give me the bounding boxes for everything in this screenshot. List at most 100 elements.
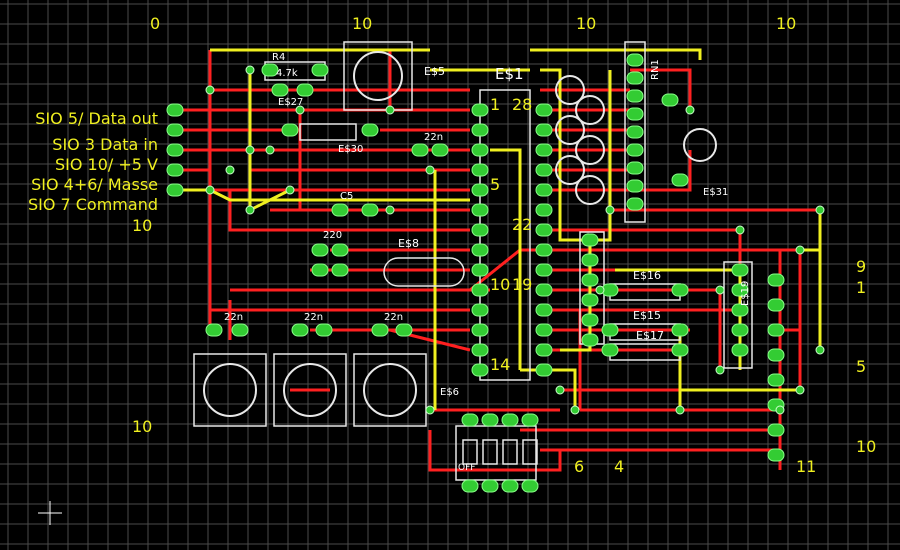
ic-pin-left	[471, 363, 489, 377]
label-c22n-1: 22n	[424, 132, 443, 143]
component-pad	[601, 343, 619, 357]
via	[570, 405, 580, 415]
dip-switch-lever	[482, 439, 498, 465]
ic-pin-left	[471, 143, 489, 157]
bottom-trace	[175, 188, 470, 202]
label-e17: E$17	[636, 329, 664, 342]
via	[245, 65, 255, 75]
label-e15: E$15	[633, 309, 661, 322]
dip-switch-lever	[462, 439, 478, 465]
bottom-copper-traces	[175, 48, 822, 410]
label-e5: E$5	[424, 65, 445, 78]
header-pin	[581, 313, 599, 327]
component-pad	[395, 323, 413, 337]
ic-pin-left	[471, 243, 489, 257]
signal-label-data-in: SIO 3 Data in	[52, 135, 158, 154]
ic-pin-right	[535, 163, 553, 177]
grid-mark-right-0: 9	[856, 257, 866, 276]
connector-pin	[731, 263, 749, 277]
signal-label-ground: SIO 4+6/ Masse	[31, 175, 158, 194]
ic-pin-right	[535, 103, 553, 117]
via	[595, 285, 605, 295]
via	[735, 225, 745, 235]
signal-label-data-out: SIO 5/ Data out	[35, 109, 158, 128]
ic-pin-right	[535, 243, 553, 257]
edge-pin	[767, 423, 785, 437]
resistor-e16-outline	[609, 283, 681, 301]
via	[245, 205, 255, 215]
switch-pin	[501, 479, 519, 493]
edge-pin	[767, 348, 785, 362]
label-r4-value: 4.7k	[276, 68, 298, 79]
rn1-pin	[626, 107, 644, 121]
rn1-pin	[626, 53, 644, 67]
led-ring	[555, 115, 585, 145]
label-e8: E$8	[398, 237, 419, 250]
header-pin	[581, 233, 599, 247]
rn1-pin	[626, 89, 644, 103]
signal-pad	[166, 183, 184, 197]
led-ring	[555, 155, 585, 185]
via	[685, 105, 695, 115]
grid-mark-right-1: 1	[856, 278, 866, 297]
via	[385, 205, 395, 215]
ic-pin-right	[535, 323, 553, 337]
connector-outline	[723, 261, 753, 369]
dip-switch-lever	[522, 439, 538, 465]
component-pad	[361, 203, 379, 217]
led-ring	[575, 95, 605, 125]
component-pad	[331, 203, 349, 217]
grid-mark-right-2: 5	[856, 357, 866, 376]
header-pin	[581, 333, 599, 347]
rn1-outline	[624, 41, 646, 223]
ic-pin-right	[535, 203, 553, 217]
switch-pin	[521, 413, 539, 427]
rn1-pin	[626, 143, 644, 157]
component-pad	[205, 323, 223, 337]
label-rn1: RN1	[650, 59, 661, 80]
top-trace	[630, 68, 692, 110]
ic-pin-right	[535, 123, 553, 137]
led-ring	[575, 175, 605, 205]
label-c5: C5	[340, 191, 353, 202]
via	[265, 145, 275, 155]
via	[795, 385, 805, 395]
bottom-trace	[530, 48, 702, 60]
button-2-outline	[273, 353, 347, 427]
label-r4: R4	[272, 52, 285, 63]
pads-layer	[166, 53, 825, 493]
ic-pin-label-19: 19	[512, 275, 532, 294]
signal-pad	[166, 123, 184, 137]
connector-pin	[731, 343, 749, 357]
via	[555, 385, 565, 395]
ic-pin-right	[535, 283, 553, 297]
ic-pin-label-22: 22	[512, 215, 532, 234]
signal-pad	[166, 143, 184, 157]
button-ring	[283, 363, 337, 417]
button-ring	[203, 363, 257, 417]
crosshair-cursor-icon	[38, 501, 62, 525]
component-pad	[315, 323, 333, 337]
header-pin	[581, 293, 599, 307]
ic-pin-left	[471, 203, 489, 217]
ic-pin-label-14: 14	[490, 355, 510, 374]
bottom-trace	[490, 148, 522, 370]
ic-pin-left	[471, 263, 489, 277]
rn1-pin	[626, 161, 644, 175]
component-pad	[311, 263, 329, 277]
crystal-e8-outline	[383, 257, 465, 287]
via	[425, 165, 435, 175]
component-pad	[311, 243, 329, 257]
resistor-e17-outline	[609, 343, 681, 361]
via	[715, 285, 725, 295]
rn1-pin	[626, 197, 644, 211]
ic-pin-left	[471, 303, 489, 317]
component-pad	[281, 123, 299, 137]
ic-pin-right	[535, 263, 553, 277]
ic-pin-right	[535, 183, 553, 197]
label-e30: E$30	[338, 144, 363, 155]
grid-mark-left-0: 10	[132, 216, 152, 235]
